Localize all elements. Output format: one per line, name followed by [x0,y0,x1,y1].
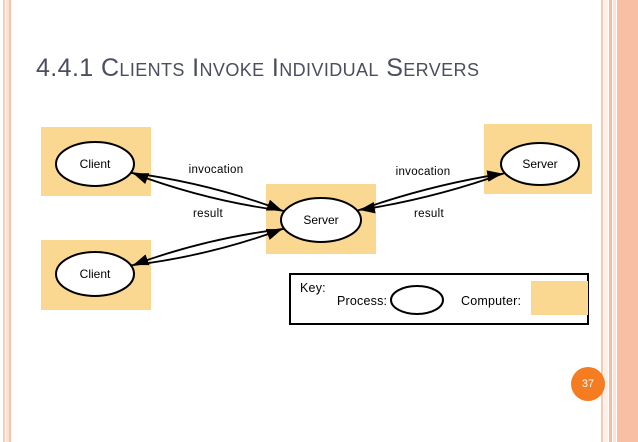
key-box-shapes [289,273,589,325]
process-ellipse-server-middle [280,197,362,243]
node-label-client-2: Client [79,267,111,281]
process-ellipse-server-right [500,142,580,186]
decorative-stripe [613,0,616,442]
page-title: 4.4.1 Clients Invoke Individual Servers [36,54,480,82]
key-computer-swatch [531,281,588,315]
process-ellipse-client-2 [55,251,135,297]
decorative-stripe [3,0,5,442]
edge-client2-invocation [130,228,283,267]
decorative-stripe [604,0,608,442]
diagram-edges [130,170,506,267]
edge-server-invocation-right [356,170,503,212]
node-label-client-1: Client [79,157,111,171]
edge-label-server-result-client1: result [193,208,223,220]
decorative-stripe [617,0,638,442]
key-process-swatch [390,285,444,315]
key-title: Key: [300,281,326,295]
key-process-label: Process: [337,294,388,308]
edge-right-result-server [359,172,506,214]
edge-server-result-client1 [132,172,285,212]
edge-label-right-result-server: result [414,208,444,220]
edge-server-result-client2 [133,227,285,266]
edge-label-client1-invocation: invocation [188,164,244,176]
decorative-stripe [6,0,9,442]
decorative-stripe [609,0,612,442]
node-label-server-right: Server [522,157,558,171]
decorative-stripe [601,0,603,442]
decorative-stripe [9,0,11,442]
edge-client1-invocation [130,171,283,212]
key-computer-label: Computer: [461,294,522,308]
process-ellipse-client-1 [55,141,135,187]
edge-label-server-invocation-right: invocation [395,166,451,178]
node-label-server-middle: Server [303,213,339,227]
page-number-badge: 37 [571,367,605,401]
process-ellipses [55,141,580,297]
